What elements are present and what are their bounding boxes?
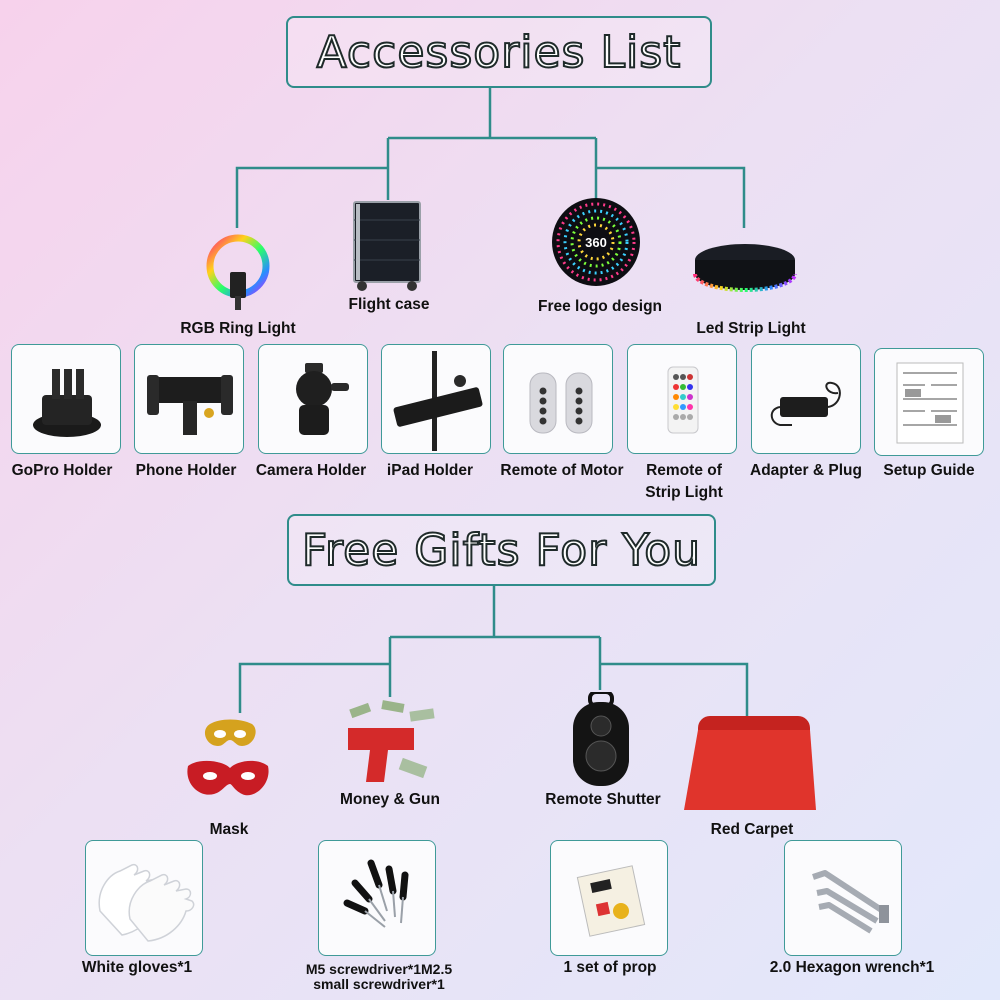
hexagon-wrench-label: 2.0 Hexagon wrench*1: [769, 959, 935, 976]
phone-holder-label: Phone Holder: [135, 462, 237, 479]
prop-set-icon: [576, 865, 646, 937]
white-gloves-icon: [98, 863, 195, 942]
ipad-holder-label: iPad Holder: [386, 462, 474, 479]
card-hexagon-wrench: [784, 840, 902, 956]
card-adapter-plug: [751, 344, 861, 454]
money-gun-icon: [340, 700, 444, 788]
camera-holder-label: Camera Holder: [255, 462, 367, 479]
screwdriver-label: M5 screwdriver*1M2.5 small screwdriver*1: [306, 962, 452, 992]
logo-text: 360: [585, 235, 607, 250]
logo-design-label: Free logo design: [537, 298, 663, 315]
card-setup-guide: [874, 348, 984, 456]
motor-remote-icon: [529, 372, 593, 434]
card-strip-light-remote: [627, 344, 737, 454]
motor-remote-label: Remote of Motor: [500, 462, 624, 479]
phone-holder-icon: [147, 375, 233, 435]
card-motor-remote: [503, 344, 613, 454]
rgb-ring-light-icon: [204, 232, 272, 312]
led-strip-light-icon: [692, 238, 798, 302]
card-screwdriver: [318, 840, 436, 956]
money-gun-label: Money & Gun: [340, 791, 440, 808]
setup-guide-icon: [896, 362, 964, 444]
screwdriver-label-line1: M5 screwdriver*1M2.5: [305, 961, 453, 977]
ipad-holder-icon: [393, 351, 483, 451]
prop-set-label: 1 set of prop: [563, 959, 657, 976]
flight-case-icon: [350, 200, 426, 292]
led-strip-light-label: Led Strip Light: [696, 320, 806, 337]
red-carpet-icon: [684, 716, 816, 812]
gifts-title-box: Free Gifts For You: [287, 514, 716, 586]
logo-design-icon: 360: [550, 196, 642, 288]
strip-light-remote-label-line1: Remote of: [646, 462, 722, 479]
card-ipad-holder: [381, 344, 491, 454]
screwdriver-label-line2: small screwdriver*1: [313, 976, 445, 992]
red-carpet-label: Red Carpet: [710, 821, 794, 838]
card-white-gloves: [85, 840, 203, 956]
mask-icon: [180, 714, 280, 814]
setup-guide-label: Setup Guide: [883, 462, 975, 479]
card-prop-set: [550, 840, 668, 956]
gopro-holder-icon: [33, 369, 101, 437]
screwdriver-icon: [343, 859, 409, 928]
mask-label: Mask: [209, 821, 249, 838]
strip-light-remote-icon: [667, 366, 699, 434]
card-camera-holder: [258, 344, 368, 454]
adapter-plug-icon: [770, 381, 841, 426]
gifts-title: Free Gifts For You: [301, 524, 702, 577]
accessories-title-box: Accessories List: [286, 16, 712, 88]
strip-light-remote-label: Remote of Strip Light: [645, 460, 723, 504]
white-gloves-label: White gloves*1: [81, 959, 193, 976]
flight-case-label: Flight case: [348, 296, 430, 313]
strip-light-remote-label-line2: Strip Light: [645, 484, 723, 501]
gopro-holder-label: GoPro Holder: [11, 462, 113, 479]
accessories-title: Accessories List: [316, 26, 682, 79]
rgb-ring-light-label: RGB Ring Light: [180, 320, 296, 337]
card-phone-holder: [134, 344, 244, 454]
remote-shutter-icon: [570, 692, 632, 788]
adapter-plug-label: Adapter & Plug: [750, 462, 862, 479]
card-gopro-holder: [11, 344, 121, 454]
remote-shutter-label: Remote Shutter: [545, 791, 661, 808]
camera-holder-icon: [296, 363, 349, 435]
hexagon-wrench-icon: [812, 870, 889, 934]
